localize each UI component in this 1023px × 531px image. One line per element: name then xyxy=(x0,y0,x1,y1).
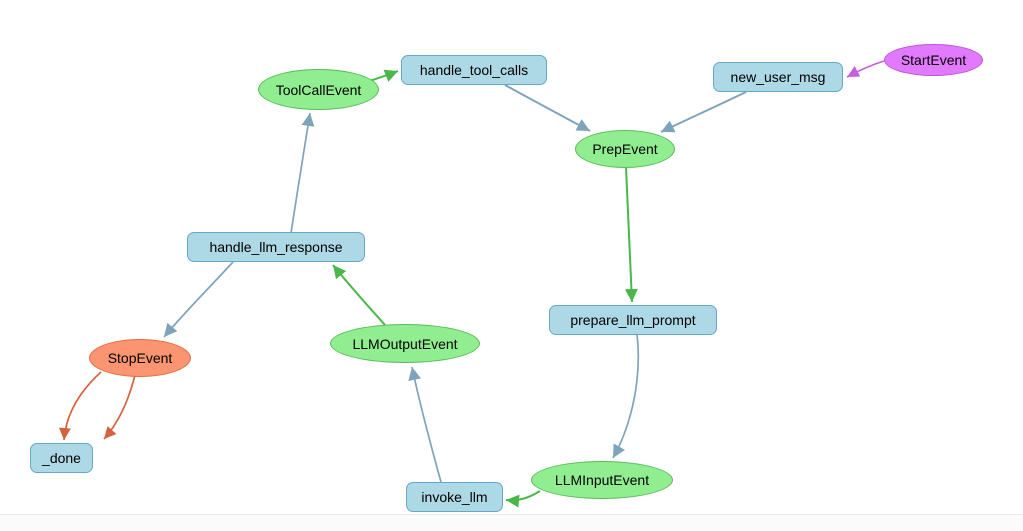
node-done[interactable]: _done xyxy=(30,443,93,473)
edge-prepare_llm_prompt-to-llminputevent xyxy=(612,333,640,459)
node-handle-tool-calls-label: handle_tool_calls xyxy=(419,62,529,78)
node-llmoutputevent-label: LLMOutputEvent xyxy=(352,335,458,352)
node-toolcallevent[interactable]: ToolCallEvent xyxy=(258,69,379,110)
node-startevent[interactable]: StartEvent xyxy=(884,44,983,76)
node-invoke-llm-label: invoke_llm xyxy=(421,489,488,505)
node-prepevent[interactable]: PrepEvent xyxy=(575,130,675,168)
node-toolcallevent-label: ToolCallEvent xyxy=(275,81,362,98)
node-prepevent-label: PrepEvent xyxy=(592,141,658,157)
edge-stopevent-to-done-left xyxy=(58,371,102,441)
node-stopevent[interactable]: StopEvent xyxy=(89,339,191,377)
edge-handle_llm_response-to-stopevent xyxy=(163,261,234,338)
edge-stopevent-to-done-right xyxy=(103,374,136,440)
node-new-user-msg-label: new_user_msg xyxy=(730,69,826,85)
node-stopevent-label: StopEvent xyxy=(107,350,173,366)
edge-prepevent-to-prepare_llm_prompt xyxy=(624,166,638,303)
edge-startevent-to-new_user_msg xyxy=(846,60,885,78)
node-prepare-llm-prompt[interactable]: prepare_llm_prompt xyxy=(549,305,717,335)
node-handle-llm-response-label: handle_llm_response xyxy=(209,239,343,255)
node-new-user-msg[interactable]: new_user_msg xyxy=(713,62,843,92)
node-prepare-llm-prompt-label: prepare_llm_prompt xyxy=(570,312,696,328)
edge-llmoutputevent-to-handle_llm_response xyxy=(332,264,386,326)
edge-handle_tool_calls-to-prepevent xyxy=(504,84,591,132)
canvas-bottom-edge xyxy=(0,514,1023,531)
node-handle-llm-response[interactable]: handle_llm_response xyxy=(187,232,365,262)
edge-llminputevent-to-invoke_llm xyxy=(505,490,541,508)
edge-invoke_llm-to-llmoutputevent xyxy=(408,366,442,483)
node-llminputevent-label: LLMInputEvent xyxy=(554,472,650,488)
edge-new_user_msg-to-prepevent xyxy=(660,91,747,133)
edge-handle_llm_response-to-toolcallevent xyxy=(290,112,315,234)
node-llmoutputevent[interactable]: LLMOutputEvent xyxy=(330,324,480,363)
node-startevent-label: StartEvent xyxy=(900,52,967,68)
node-llminputevent[interactable]: LLMInputEvent xyxy=(531,461,673,499)
node-handle-tool-calls[interactable]: handle_tool_calls xyxy=(401,55,547,85)
node-invoke-llm[interactable]: invoke_llm xyxy=(406,482,503,512)
node-done-label: _done xyxy=(42,450,81,466)
